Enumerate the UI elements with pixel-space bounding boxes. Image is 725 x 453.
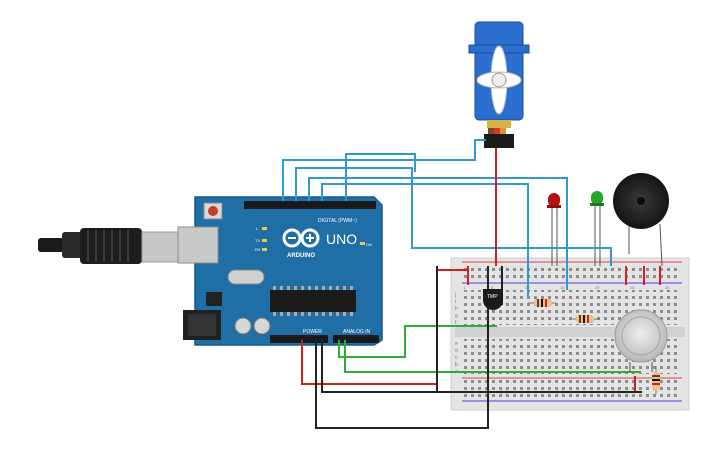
rx-label: RX	[255, 247, 261, 252]
tx-label: TX	[255, 238, 260, 243]
row-letter-j: j	[454, 292, 456, 298]
col-number: 5	[491, 285, 494, 290]
resistor-1[interactable]	[528, 299, 556, 307]
usb-cable[interactable]	[38, 228, 179, 264]
piezo-buzzer[interactable]	[613, 173, 669, 267]
gas-sensor[interactable]	[614, 309, 668, 372]
row-letter-f: f	[455, 320, 457, 326]
col-number: 1	[463, 285, 466, 290]
on-label: ON	[366, 242, 372, 247]
row-letter-b: b	[455, 362, 458, 368]
resistor-3[interactable]	[652, 366, 660, 394]
servo-motor[interactable]	[468, 21, 530, 148]
arduino-logo-icon	[282, 228, 320, 248]
l-label: L	[256, 226, 259, 231]
col-number: 20	[595, 285, 600, 290]
tmp-label: TMP	[487, 294, 498, 300]
red-led[interactable]	[547, 193, 561, 266]
row-letter-h: h	[455, 306, 458, 312]
row-letter-e: e	[455, 341, 458, 347]
row-letter-i: i	[455, 299, 456, 305]
uno-label: UNO	[326, 231, 357, 247]
col-number: 25	[630, 285, 635, 290]
wire-green[interactable]	[338, 325, 641, 373]
green-led[interactable]	[590, 191, 604, 266]
arduino-uno-board[interactable]: UNO ARDUINO DIGITAL (PWM~) POWER ANALOG …	[177, 196, 383, 346]
analog-label: ANALOG IN	[343, 329, 371, 335]
digital-header-label: DIGITAL (PWM~)	[318, 218, 357, 224]
wire-blue[interactable]	[282, 139, 612, 296]
resistor-2[interactable]	[570, 315, 600, 323]
row-letter-c: c	[455, 355, 458, 361]
wire-black[interactable]	[315, 266, 642, 429]
row-letter-g: g	[455, 313, 458, 319]
row-letter-d: d	[455, 348, 458, 354]
arduino-brand-label: ARDUINO	[287, 253, 315, 259]
temperature-sensor[interactable]: TMP	[483, 289, 503, 310]
col-number: 15	[560, 285, 565, 290]
breadboard[interactable]: j i h g f e d c b a 1 5 10 15 20 25 30	[450, 257, 690, 411]
power-label: POWER	[303, 329, 322, 335]
col-number: 30	[665, 285, 670, 290]
